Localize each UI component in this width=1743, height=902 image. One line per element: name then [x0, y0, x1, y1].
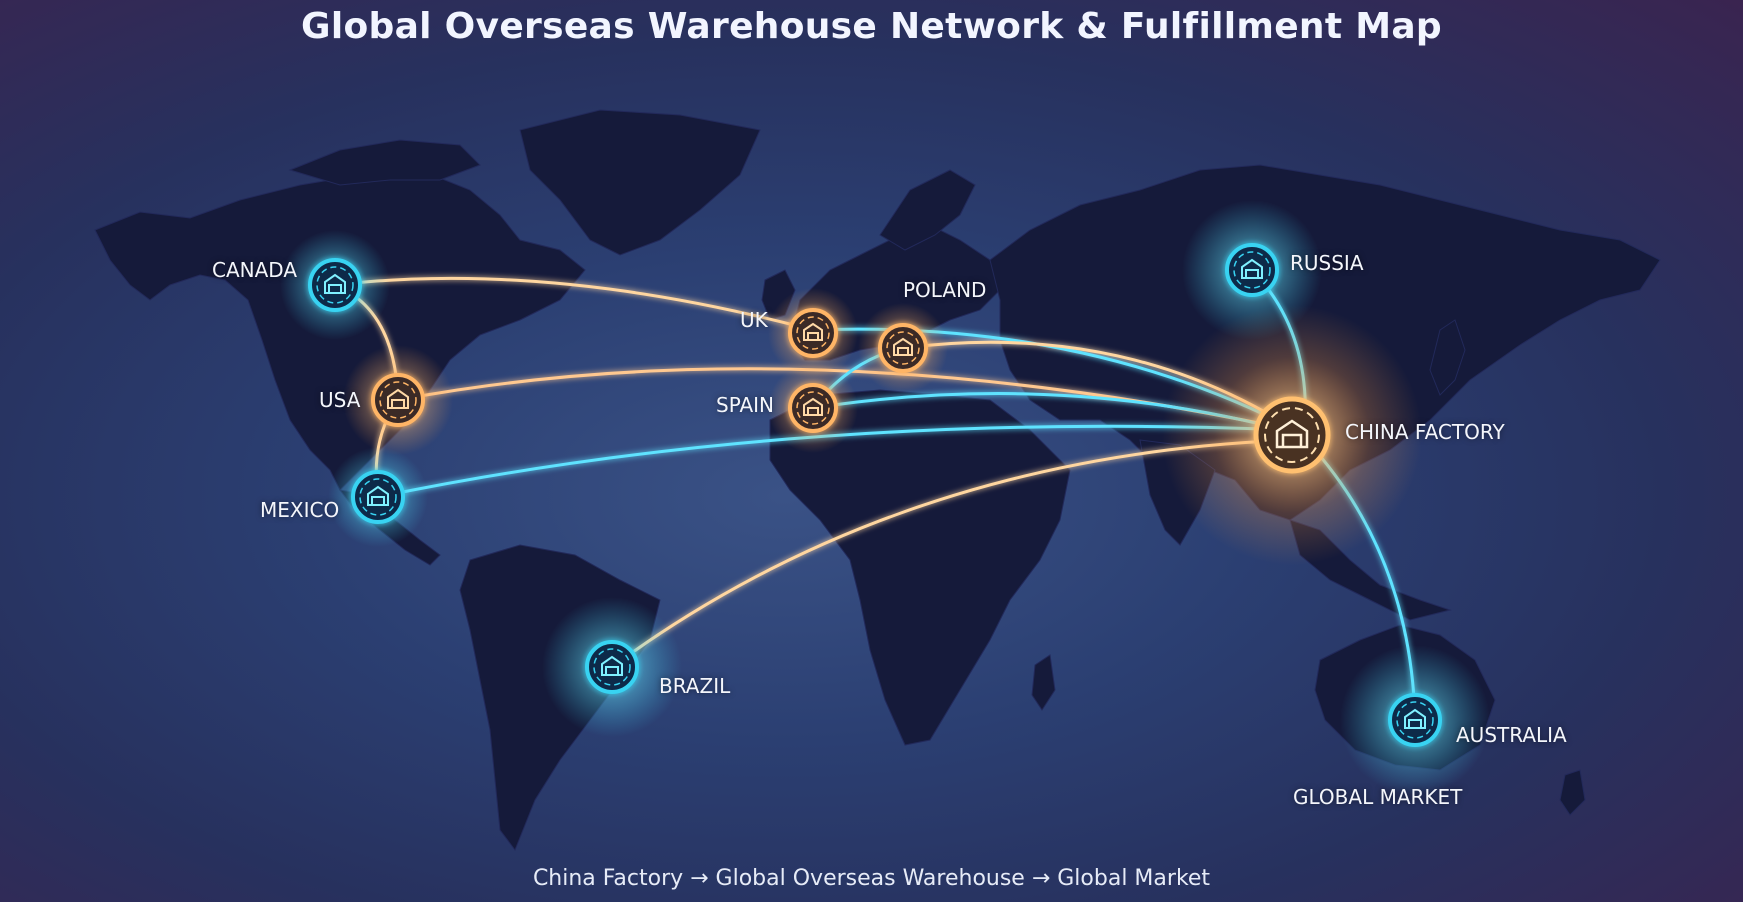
warehouse-icon — [324, 273, 346, 294]
label-canada: CANADA — [212, 258, 298, 282]
label-mexico: MEXICO — [260, 498, 340, 522]
warehouse-icon — [803, 397, 823, 416]
map-title: Global Overseas Warehouse Network & Fulf… — [301, 6, 1442, 47]
warehouse-icon — [803, 322, 823, 341]
label-spain: SPAIN — [716, 393, 775, 417]
warehouse-icon — [367, 485, 389, 506]
label-brazil: BRAZIL — [659, 674, 731, 698]
new-zealand-landmass — [1559, 769, 1586, 816]
marker-poland — [858, 303, 948, 393]
marker-usa — [343, 345, 453, 455]
warehouse-icon — [1275, 419, 1309, 449]
warehouse-icon — [1404, 708, 1426, 729]
label-australia: AUSTRALIA — [1456, 723, 1567, 747]
marker-canada — [280, 230, 390, 340]
warehouse-icon — [1241, 258, 1263, 279]
marker-russia — [1182, 200, 1322, 340]
warehouse-icon — [893, 337, 913, 356]
label-poland: POLAND — [903, 278, 987, 302]
label-china-factory: CHINA FACTORY — [1345, 420, 1505, 444]
flow-caption: China Factory → Global Overseas Warehous… — [532, 866, 1211, 891]
marker-australia — [1340, 645, 1490, 795]
route-canada-uk — [333, 276, 815, 332]
madagascar-landmass — [1031, 654, 1056, 711]
label-global-market: GLOBAL MARKET — [1293, 785, 1463, 809]
arctic-islands-landmass — [288, 139, 481, 186]
warehouse-icon — [387, 388, 409, 409]
label-russia: RUSSIA — [1290, 251, 1364, 275]
scandinavia-landmass — [879, 169, 976, 251]
label-usa: USA — [319, 388, 361, 412]
marker-uk — [768, 288, 858, 378]
node-markers — [280, 200, 1490, 795]
marker-china-factory — [1162, 305, 1422, 565]
greenland-landmass — [519, 109, 761, 256]
japan-landmass — [1429, 319, 1466, 396]
label-uk: UK — [740, 308, 768, 332]
marker-mexico — [328, 447, 428, 547]
marker-spain — [768, 363, 858, 453]
marker-brazil — [542, 597, 682, 737]
warehouse-icon — [601, 655, 623, 676]
